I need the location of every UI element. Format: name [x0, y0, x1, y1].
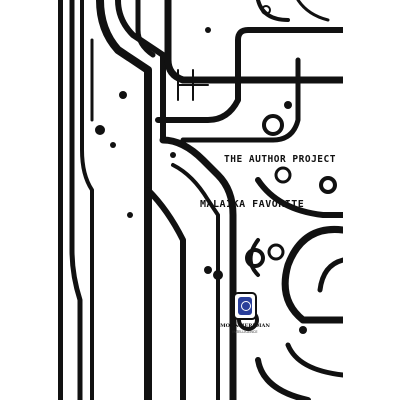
publisher-name: MOONMERIDIAN	[220, 323, 270, 329]
circuit-artwork	[58, 0, 343, 400]
publisher-logo	[233, 292, 257, 320]
author-name: MALAIKA FAVORITE	[200, 199, 305, 210]
logo-emblem-icon	[238, 297, 252, 315]
series-title: THE AUTHOR PROJECT	[224, 154, 336, 165]
logo-ring-icon	[241, 301, 251, 311]
book-cover: THE AUTHOR PROJECT MALAIKA FAVORITE MOON…	[58, 0, 343, 400]
publisher-subtitle: INTELLIGENCE	[232, 330, 258, 334]
